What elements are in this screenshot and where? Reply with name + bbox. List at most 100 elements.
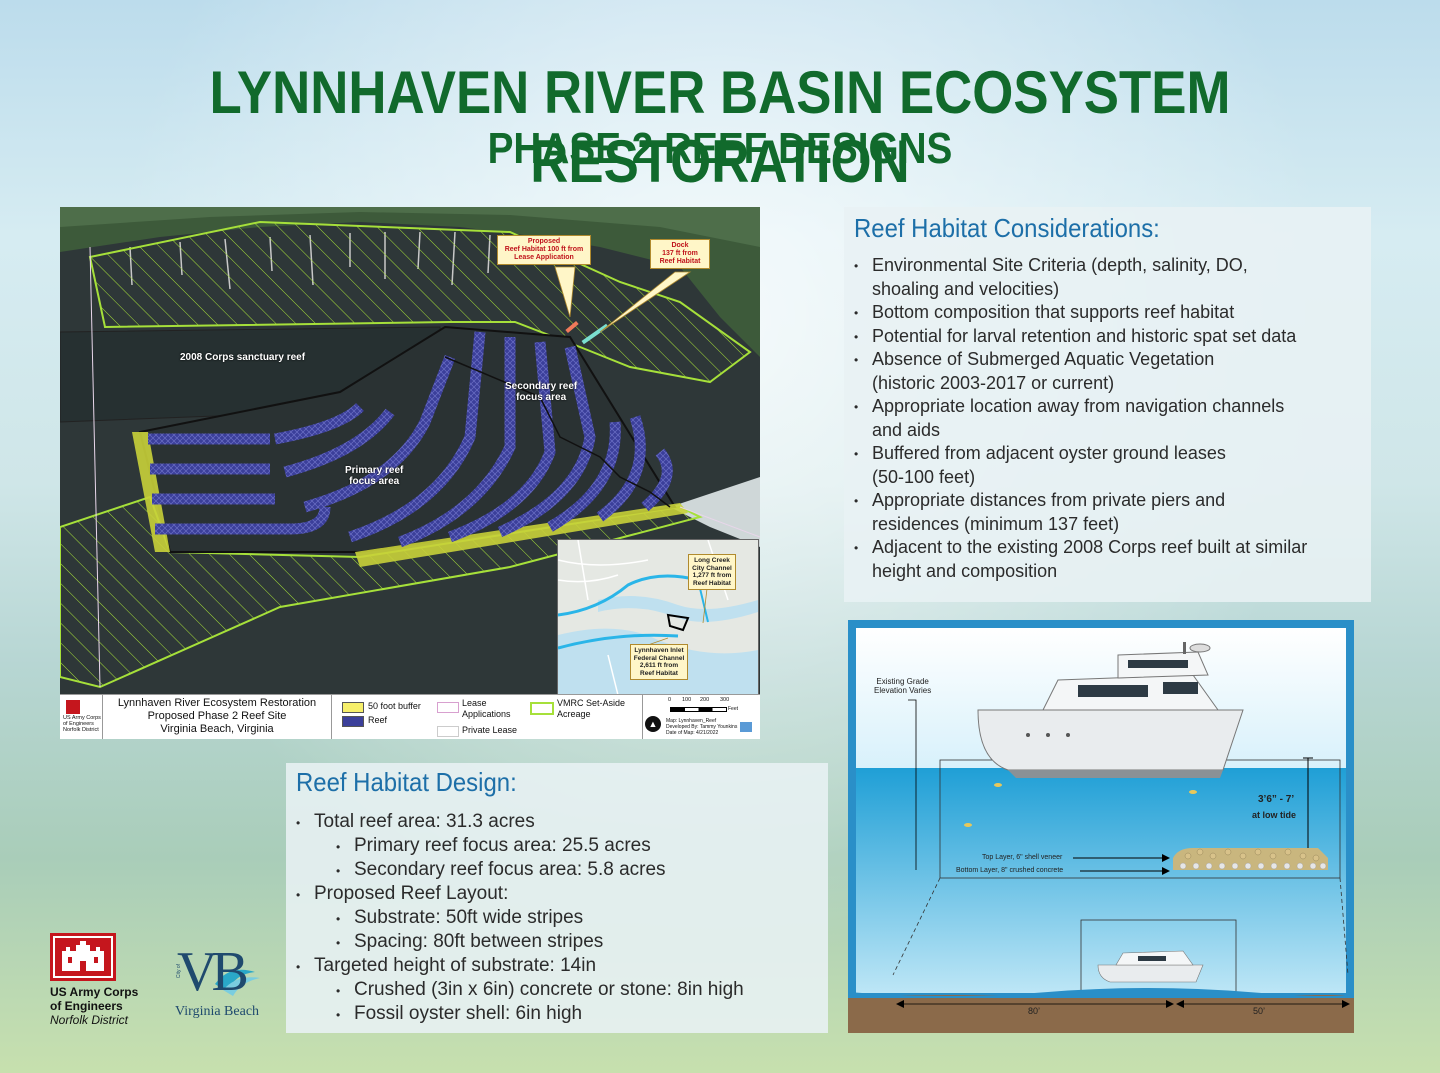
water-depth-label: 3’6” - 7’	[1258, 794, 1295, 805]
castle-graphic	[53, 936, 113, 978]
map-legend: US Army Corps of Engineers Norfolk Distr…	[60, 694, 760, 739]
proposed-habitat-callout: Proposed Reef Habitat 100 ft from Lease …	[497, 235, 591, 265]
vb-name: Virginia Beach	[175, 1004, 260, 1019]
primary-reef-label: Primary reef focus area	[345, 465, 403, 487]
reef-site-map: 2008 Corps sanctuary reef Secondary reef…	[60, 207, 760, 739]
consideration-line: Buffered from adjacent oyster ground lea…	[872, 443, 1226, 463]
legend-vmrc-label: VMRC Set-Aside Acreage	[557, 698, 625, 720]
legend-private-lease-label: Private Lease	[462, 725, 518, 735]
primary-reef-label-line1: Primary reef	[345, 465, 404, 476]
stripe-width-dimension: 50’	[1253, 1006, 1266, 1016]
usace-name-3: Norfolk District	[50, 1013, 129, 1027]
design-subitem: Spacing: 80ft between stripes	[336, 930, 818, 955]
map-meta-line: Developed By: Tammy Younkins	[666, 724, 738, 730]
design-subitem: Substrate: 50ft wide stripes	[336, 906, 818, 931]
design-item: Targeted height of substrate: 14in	[296, 954, 818, 979]
mini-logo-icon	[740, 722, 752, 732]
dock-callout: Dock 137 ft from Reef Habitat	[650, 239, 710, 269]
callout-line: City Channel	[692, 564, 732, 572]
consideration-line: shoaling and velocities)	[872, 278, 1060, 299]
secondary-reef-label-line1: Secondary reef	[505, 381, 578, 392]
virginia-beach-logo: VB City of Virginia Beach	[175, 941, 275, 1020]
legend-vmrc-line: Acreage	[557, 709, 591, 719]
consideration-line: Absence of Submerged Aquatic Vegetation	[872, 349, 1215, 369]
consideration-item: Potential for larval retention and histo…	[854, 325, 1359, 348]
lease-swatch	[437, 702, 459, 713]
callout-line: Reef Habitat	[693, 579, 731, 587]
buffer-swatch	[342, 702, 364, 713]
consideration-item: Appropriate location away from navigatio…	[854, 395, 1359, 442]
legend-lease-line: Applications	[462, 709, 511, 719]
private-lease-swatch	[437, 726, 459, 737]
consideration-line: Appropriate location away from navigatio…	[872, 396, 1285, 416]
consideration-line: Potential for larval retention and histo…	[872, 325, 1297, 346]
page-subtitle: PHASE 2 REEF DESIGNS	[487, 124, 953, 173]
callout-line: Dock	[671, 242, 689, 249]
legend-lease-line: Lease	[462, 698, 487, 708]
design-subitem: Fossil oyster shell: 6in high	[336, 1002, 818, 1027]
castle-icon	[50, 933, 116, 981]
considerations-panel: Reef Habitat Considerations: Environment…	[844, 207, 1371, 602]
legend-org-line: US Army Corps	[63, 715, 101, 721]
callout-line: Federal Channel	[633, 654, 685, 662]
spacing-dimension: 80’	[1028, 1006, 1041, 1016]
design-subitem: Secondary reef focus area: 5.8 acres	[336, 858, 818, 883]
consideration-line: (50-100 feet)	[872, 466, 976, 487]
map-graphic	[60, 207, 760, 694]
legend-vmrc-line: VMRC Set-Aside	[557, 698, 626, 708]
callout-line: Lease Application	[514, 254, 574, 261]
legend-title-line: Lynnhaven River Ecosystem Restoration	[117, 697, 317, 709]
water-depth-note: at low tide	[1252, 810, 1297, 820]
consideration-line: height and composition	[872, 560, 1058, 581]
design-list: Total reef area: 31.3 acres Primary reef…	[296, 810, 818, 1027]
reef-swatch	[342, 716, 364, 727]
considerations-list: Environmental Site Criteria (depth, sali…	[854, 254, 1359, 583]
bottom-layer-label: Bottom Layer, 8" crushed concrete	[956, 867, 1064, 874]
scale-tick-200: 200	[700, 697, 710, 703]
reef-cross-section-diagram: Existing Grade Elevation Varies 3’6” - 7…	[848, 620, 1354, 1033]
cross-section-graphic	[848, 620, 1354, 1033]
vb-wave-graphic	[215, 969, 260, 996]
vb-city-of: City of	[176, 964, 182, 979]
callout-line: 2,611 ft from	[639, 662, 679, 669]
consideration-item: Adjacent to the existing 2008 Corps reef…	[854, 536, 1359, 583]
legend-map-title: Lynnhaven River Ecosystem Restoration Pr…	[104, 697, 330, 736]
callout-line: Long Creek	[694, 557, 730, 564]
sanctuary-reef-label: 2008 Corps sanctuary reef	[180, 352, 306, 363]
vb-letters: VB	[177, 941, 249, 1003]
design-subitem: Primary reef focus area: 25.5 acres	[336, 834, 818, 859]
consideration-line: and aids	[872, 419, 941, 440]
design-panel: Reef Habitat Design: Total reef area: 31…	[286, 763, 828, 1033]
usace-castle-icon	[66, 700, 80, 714]
consideration-item: Bottom composition that supports reef ha…	[854, 301, 1359, 325]
legend-reef-label: Reef	[368, 715, 388, 725]
map-meta: Map: Lynnhaven_Reef Developed By: Tammy …	[666, 718, 737, 736]
consideration-line: (historic 2003-2017 or current)	[872, 372, 1115, 393]
primary-reef-label-line2: focus area	[349, 476, 400, 487]
legend-org-line: of Engineers	[63, 721, 94, 727]
considerations-heading: Reef Habitat Considerations:	[854, 213, 1160, 243]
legend-buffer-label: 50 foot buffer	[368, 701, 421, 711]
legend-org: US Army Corps of Engineers Norfolk Distr…	[63, 715, 101, 733]
north-arrow-icon: ▲	[645, 716, 661, 732]
design-subitem: Crushed (3in x 6in) concrete or stone: 8…	[336, 978, 818, 1003]
existing-grade-label: Existing Grade Elevation Varies	[874, 677, 931, 695]
map-meta-line: Date of Map: 4/21/2022	[666, 730, 719, 736]
consideration-item: Absence of Submerged Aquatic Vegetation (…	[854, 348, 1359, 395]
scale-tick-100: 100	[682, 697, 692, 703]
consideration-line: Bottom composition that supports reef ha…	[872, 302, 1235, 322]
existing-grade-line: Existing Grade	[876, 677, 929, 686]
lynnhaven-inlet-callout: Lynnhaven Inlet Federal Channel 2,611 ft…	[630, 644, 688, 680]
inset-locator-map: Long Creek City Channel 1,277 ft from Re…	[557, 539, 759, 696]
consideration-line: Environmental Site Criteria (depth, sali…	[872, 255, 1248, 275]
design-item: Proposed Reef Layout:	[296, 882, 818, 907]
usace-name-2: of Engineers	[50, 999, 123, 1013]
long-creek-callout: Long Creek City Channel 1,277 ft from Re…	[688, 554, 736, 590]
secondary-reef-label-line2: focus area	[516, 392, 567, 403]
consideration-line: Adjacent to the existing 2008 Corps reef…	[872, 537, 1308, 557]
callout-line: Lynnhaven Inlet	[634, 647, 684, 654]
callout-line: 137 ft from	[662, 250, 698, 257]
legend-lease-label: Lease Applications	[462, 698, 511, 720]
callout-line: Reef Habitat	[640, 669, 678, 677]
